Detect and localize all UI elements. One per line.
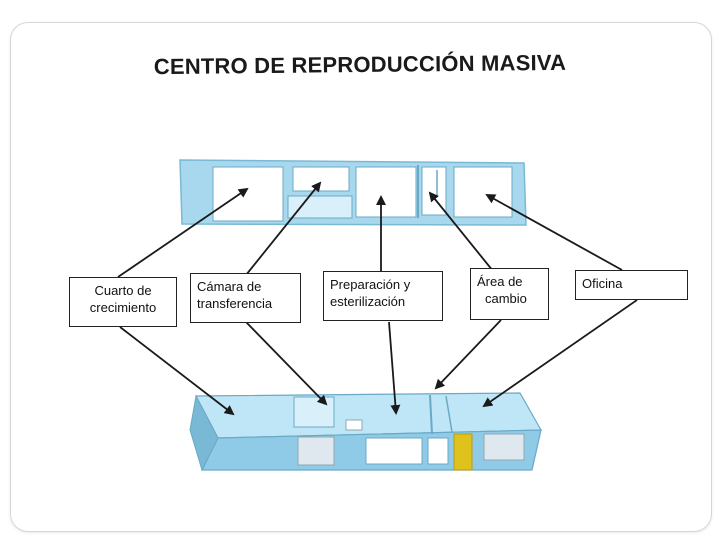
label-line: esterilización <box>330 294 406 309</box>
bottom-3d-view <box>189 392 543 472</box>
label-line: transferencia <box>197 296 273 311</box>
label-line: crecimiento <box>89 300 157 315</box>
arrow-cuarto-top <box>117 187 249 278</box>
arrow-cuarto-bottom <box>119 326 235 416</box>
label-cuarto-de-crecimiento: Cuarto de crecimiento <box>69 277 177 327</box>
arrow-camara-top <box>245 181 322 276</box>
arrow-area-bottom <box>434 319 502 390</box>
label-line: cambio <box>485 291 527 306</box>
label-preparacion-y-esterilizacion: Preparación y esterilización <box>323 271 443 321</box>
arrows-to-top-plan <box>117 181 623 278</box>
label-line: Área de <box>477 274 523 289</box>
arrow-camara-bottom <box>245 321 328 406</box>
label-line: Cuarto de <box>94 283 152 298</box>
label-line: Oficina <box>582 276 623 291</box>
label-area-de-cambio: Área de cambio <box>470 268 549 320</box>
arrow-preparacion-bottom <box>388 321 401 415</box>
label-oficina: Oficina <box>575 270 688 300</box>
arrow-oficina-top <box>485 194 623 271</box>
arrow-oficina-bottom <box>482 299 638 408</box>
top-floor-plan <box>179 159 527 226</box>
arrow-area-top <box>428 191 494 272</box>
arrows-to-bottom-view <box>119 299 638 416</box>
label-camara-de-transferencia: Cámara de transferencia <box>190 273 301 323</box>
label-line: Cámara de <box>197 279 262 294</box>
label-line: Preparación y <box>330 277 411 292</box>
